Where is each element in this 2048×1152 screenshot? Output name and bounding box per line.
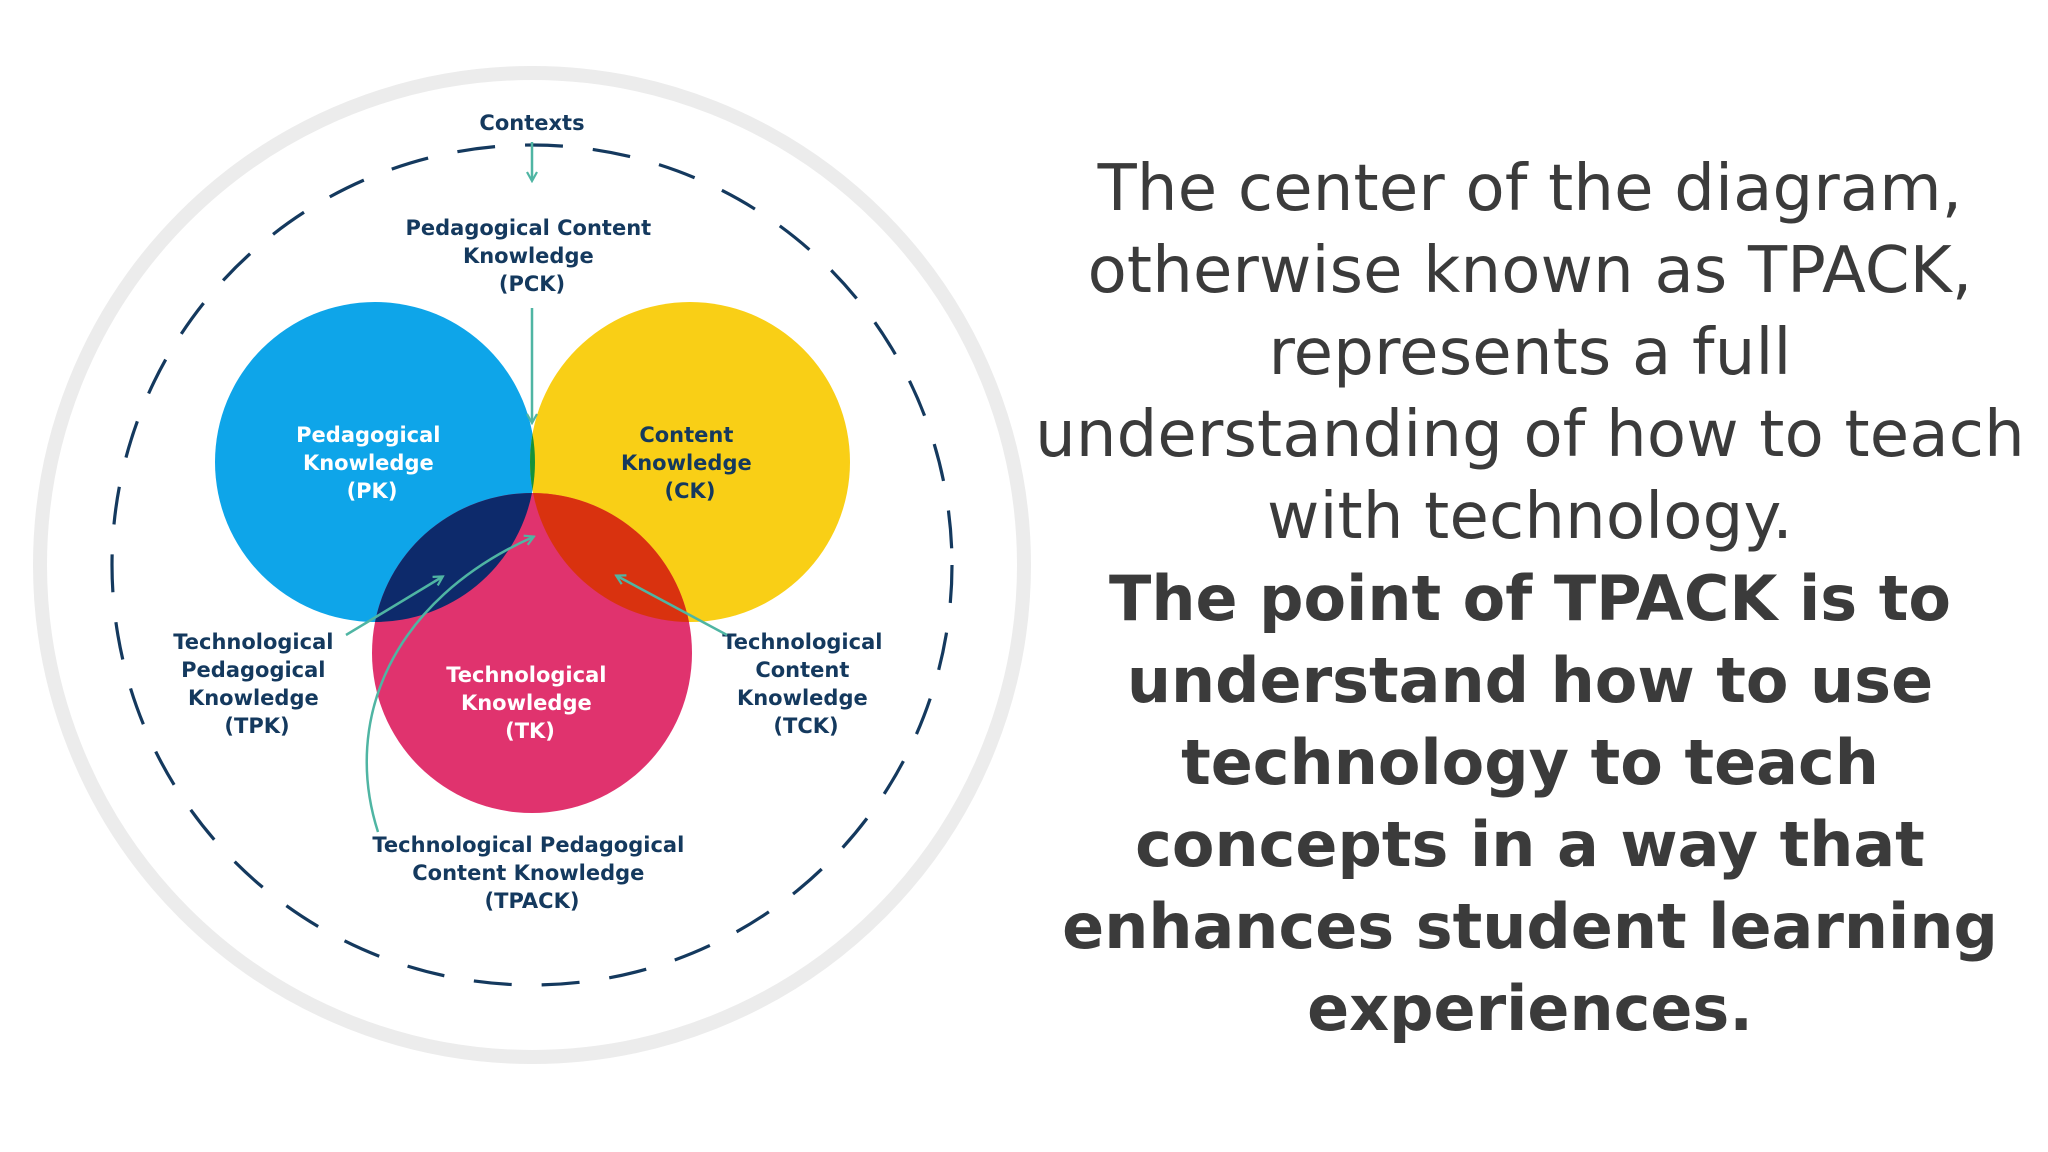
tpk-arrow	[345, 577, 442, 637]
outer-ring	[33, 66, 1031, 1064]
tpack-label: Technological Pedagogical Content Knowle…	[372, 833, 691, 913]
tck-label: Technological Content Knowledge (TCK)	[722, 630, 890, 738]
ck-label: Content Knowledge (CK)	[621, 423, 759, 503]
point-text: The point of TPACK is to understand how …	[1062, 562, 1998, 1045]
text-panel: The center of the diagram, otherwise kno…	[1030, 148, 2030, 1050]
tpk-label: Technological Pedagogical Knowledge (TPK…	[173, 630, 341, 738]
tck-arrow	[617, 576, 728, 637]
pck-label: Pedagogical Content Knowledge (PCK)	[405, 216, 658, 296]
tpack-arrow	[365, 537, 533, 833]
tk-label: Technological Knowledge (TK)	[446, 663, 614, 743]
contexts-label: Contexts	[479, 111, 584, 135]
intro-text: The center of the diagram, otherwise kno…	[1035, 152, 2025, 554]
pck-region	[530, 302, 535, 622]
tpack-diagram: Contexts Pedagogical Content Knowledge (…	[33, 66, 1031, 1064]
pk-label: Pedagogical Knowledge (PK)	[296, 423, 448, 503]
